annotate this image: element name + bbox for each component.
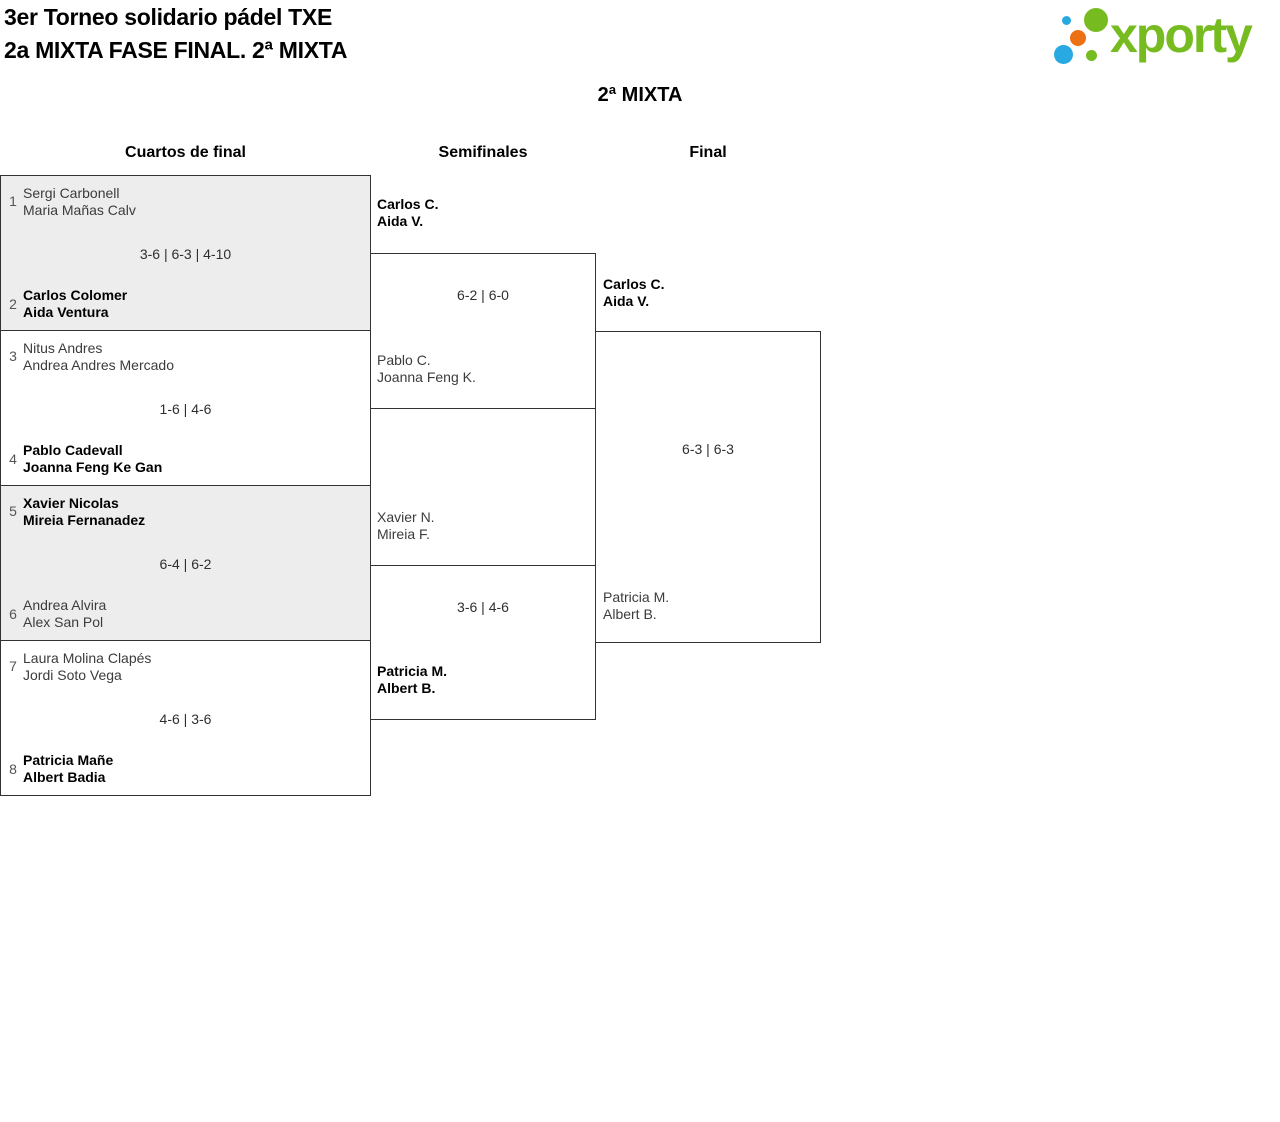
team-pablo-joanna: Pablo Cadevall Joanna Feng Ke Gan [23, 442, 162, 476]
logo-wordmark: xporty [1110, 7, 1253, 63]
player-name: Patricia M. [603, 589, 670, 605]
final-team-top: Carlos C. Aida V. [603, 276, 664, 310]
category-heading: 2ª MIXTA [597, 84, 683, 106]
player-name: Pablo C. [377, 352, 431, 368]
player-name: Andrea Alvira [23, 597, 107, 613]
team-sergi-maria: Sergi Carbonell Maria Mañas Calv [23, 185, 136, 219]
match-score: 4-6 | 3-6 [159, 711, 212, 727]
player-name: Mireia Fernanadez [23, 512, 146, 528]
logo-dot-icon [1084, 8, 1108, 32]
quarterfinal-match-4: 7 Laura Molina Clapés Jordi Soto Vega 4-… [0, 640, 371, 796]
player-name: Carlos C. [377, 196, 439, 212]
match-score: 1-6 | 4-6 [159, 401, 212, 417]
round-header-final: Final [689, 144, 727, 161]
player-name: Maria Mañas Calv [23, 202, 136, 218]
team-carlos-aida: Carlos Colomer Aida Ventura [23, 287, 127, 321]
tournament-title: 3er Torneo solidario pádel TXE [4, 4, 332, 30]
quarterfinal-match-2: 3 Nitus Andres Andrea Andres Mercado 1-6… [0, 330, 371, 486]
match-score: 3-6 | 4-6 [457, 599, 509, 615]
player-name: Aida Ventura [23, 304, 109, 320]
player-name: Alex San Pol [23, 614, 104, 630]
player-name: Patricia M. [377, 663, 448, 679]
team-patricia-albert: Patricia Mañe Albert Badia [23, 752, 113, 786]
final-match: 6-3 | 6-3 [595, 331, 821, 643]
player-name: Jordi Soto Vega [23, 667, 122, 683]
player-name: Andrea Andres Mercado [23, 357, 174, 373]
seed-number: 4 [9, 451, 17, 467]
team-xavier-mireia: Xavier Nicolas Mireia Fernanadez [23, 495, 145, 529]
quarterfinal-match-3: 5 Xavier Nicolas Mireia Fernanadez 6-4 |… [0, 485, 371, 641]
match-score: 6-2 | 6-0 [457, 287, 509, 303]
logo-dot-icon [1070, 30, 1086, 46]
semifinal2-team-bottom: Patricia M. Albert B. [377, 663, 447, 697]
seed-number: 6 [9, 606, 17, 622]
logo-dot-icon [1086, 50, 1097, 61]
player-name: Albert B. [377, 680, 436, 696]
team-laura-jordi: Laura Molina Clapés Jordi Soto Vega [23, 650, 151, 684]
seed-number: 5 [9, 503, 17, 519]
semifinal1-team-top: Carlos C. Aida V. [377, 196, 438, 230]
player-name: Albert B. [603, 606, 657, 622]
player-name: Pablo Cadevall [23, 442, 123, 458]
player-name: Mireia F. [377, 526, 430, 542]
semifinal-match-2: 3-6 | 4-6 [370, 565, 596, 720]
player-name: Aida V. [377, 213, 424, 229]
semifinal1-team-bottom: Pablo C. Joanna Feng K. [377, 352, 476, 386]
player-name: Joanna Feng K. [377, 369, 476, 385]
player-name: Patricia Mañe [23, 752, 114, 768]
player-name: Joanna Feng Ke Gan [23, 459, 163, 475]
player-name: Xavier N. [377, 509, 435, 525]
team-nitus-andrea: Nitus Andres Andrea Andres Mercado [23, 340, 174, 374]
seed-number: 2 [9, 296, 17, 312]
player-name: Laura Molina Clapés [23, 650, 152, 666]
player-name: Aida V. [603, 293, 650, 309]
final-team-bottom: Patricia M. Albert B. [603, 589, 669, 623]
round-header-cuartos: Cuartos de final [125, 144, 246, 161]
player-name: Carlos Colomer [23, 287, 128, 303]
team-andrea-alex: Andrea Alvira Alex San Pol [23, 597, 106, 631]
player-name: Carlos C. [603, 276, 665, 292]
player-name: Albert Badia [23, 769, 106, 785]
player-name: Xavier Nicolas [23, 495, 119, 511]
match-score: 6-4 | 6-2 [159, 556, 212, 572]
seed-number: 7 [9, 658, 17, 674]
quarterfinal-match-1: 1 Sergi Carbonell Maria Mañas Calv 3-6 |… [0, 175, 371, 331]
seed-number: 8 [9, 761, 17, 777]
seed-number: 1 [9, 193, 17, 209]
player-name: Nitus Andres [23, 340, 103, 356]
round-header-semifinales: Semifinales [438, 144, 528, 161]
match-score: 6-3 | 6-3 [682, 441, 734, 457]
page-title: 3er Torneo solidario pádel TXE 2a MIXTA … [4, 1, 347, 66]
logo-dot-icon [1054, 45, 1073, 64]
tournament-phase-title: 2a MIXTA FASE FINAL. 2ª MIXTA [4, 36, 348, 63]
player-name: Sergi Carbonell [23, 185, 120, 201]
match-score: 3-6 | 6-3 | 4-10 [139, 246, 232, 262]
logo-dot-icon [1062, 16, 1071, 25]
semifinal2-team-top: Xavier N. Mireia F. [377, 509, 435, 543]
seed-number: 3 [9, 348, 17, 364]
